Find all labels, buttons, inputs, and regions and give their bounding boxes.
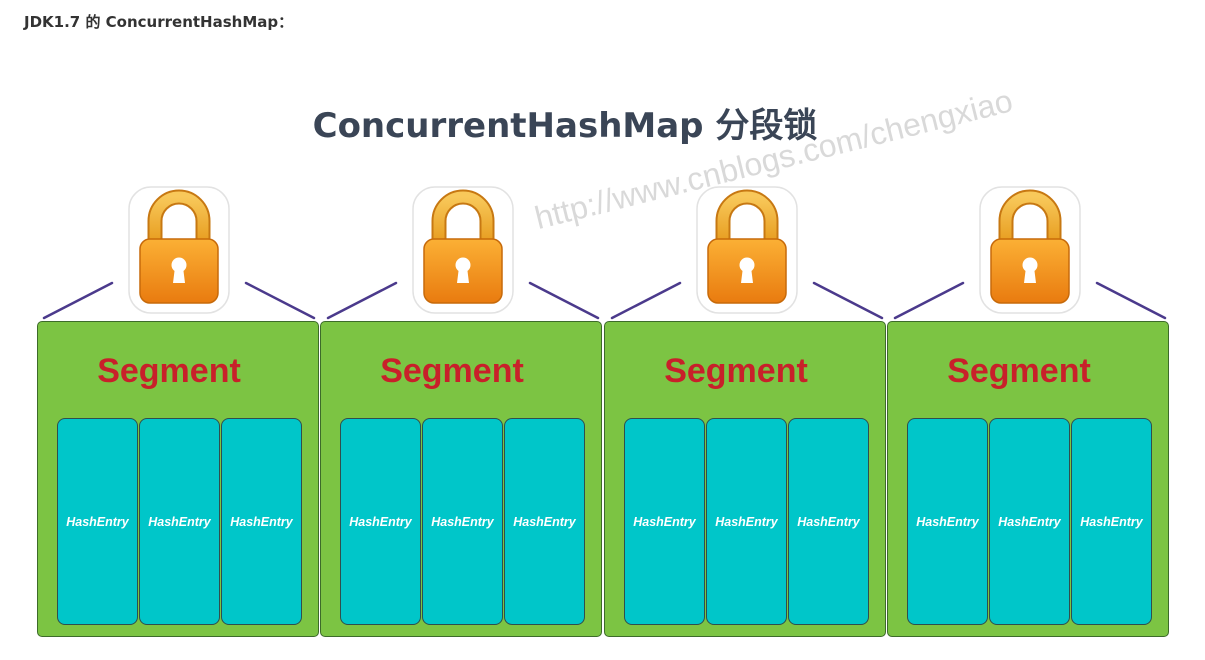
hash-entry-label: HashEntry bbox=[998, 514, 1061, 529]
lock-icon bbox=[412, 186, 514, 314]
connector-line bbox=[528, 281, 600, 320]
connector-line bbox=[1095, 281, 1167, 320]
hash-entry: HashEntry bbox=[624, 418, 705, 625]
hash-entry: HashEntry bbox=[989, 418, 1070, 625]
hash-entry-label: HashEntry bbox=[66, 514, 129, 529]
segment-3: Segment HashEntry HashEntry HashEntry bbox=[604, 321, 886, 637]
hash-entry: HashEntry bbox=[504, 418, 585, 625]
connector-line bbox=[42, 281, 114, 320]
lock-icon bbox=[979, 186, 1081, 314]
segment-label: Segment bbox=[380, 352, 524, 390]
hash-entry: HashEntry bbox=[139, 418, 220, 625]
lock-icon bbox=[696, 186, 798, 314]
page-heading: JDK1.7 的 ConcurrentHashMap： bbox=[24, 13, 294, 31]
segment-label: Segment bbox=[97, 352, 241, 390]
segment-4: Segment HashEntry HashEntry HashEntry bbox=[887, 321, 1169, 637]
hash-entry-label: HashEntry bbox=[633, 514, 696, 529]
connector-line bbox=[812, 281, 884, 320]
segment-label: Segment bbox=[664, 352, 808, 390]
hash-entry-label: HashEntry bbox=[431, 514, 494, 529]
hash-entry-label: HashEntry bbox=[1080, 514, 1143, 529]
connector-line bbox=[326, 281, 398, 320]
hash-entries: HashEntry HashEntry HashEntry bbox=[340, 418, 586, 625]
hash-entry: HashEntry bbox=[422, 418, 503, 625]
segment-label: Segment bbox=[947, 352, 1091, 390]
hash-entries: HashEntry HashEntry HashEntry bbox=[57, 418, 303, 625]
hash-entry-label: HashEntry bbox=[916, 514, 979, 529]
hash-entry-label: HashEntry bbox=[715, 514, 778, 529]
hash-entry-label: HashEntry bbox=[349, 514, 412, 529]
segment-1: Segment HashEntry HashEntry HashEntry bbox=[37, 321, 319, 637]
hash-entry: HashEntry bbox=[57, 418, 138, 625]
hash-entry: HashEntry bbox=[788, 418, 869, 625]
connector-line bbox=[610, 281, 682, 320]
diagram-title: ConcurrentHashMap 分段锁 bbox=[312, 106, 818, 146]
connector-line bbox=[244, 281, 316, 320]
connector-line bbox=[893, 281, 965, 320]
hash-entry: HashEntry bbox=[221, 418, 302, 625]
hash-entry-label: HashEntry bbox=[148, 514, 211, 529]
hash-entry-label: HashEntry bbox=[797, 514, 860, 529]
hash-entry: HashEntry bbox=[340, 418, 421, 625]
segment-2: Segment HashEntry HashEntry HashEntry bbox=[320, 321, 602, 637]
hash-entry: HashEntry bbox=[1071, 418, 1152, 625]
hash-entry: HashEntry bbox=[706, 418, 787, 625]
hash-entries: HashEntry HashEntry HashEntry bbox=[624, 418, 870, 625]
hash-entries: HashEntry HashEntry HashEntry bbox=[907, 418, 1153, 625]
lock-icon bbox=[128, 186, 230, 314]
hash-entry: HashEntry bbox=[907, 418, 988, 625]
hash-entry-label: HashEntry bbox=[230, 514, 293, 529]
hash-entry-label: HashEntry bbox=[513, 514, 576, 529]
